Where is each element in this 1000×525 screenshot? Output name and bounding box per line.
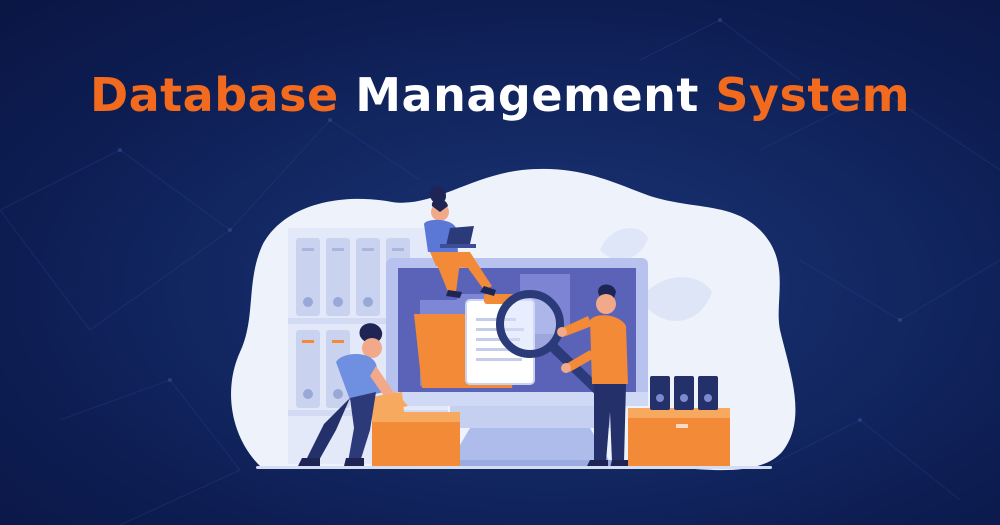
person-with-laptop [424, 186, 496, 298]
box-left-icon [368, 392, 460, 466]
title-word-management: Management [355, 68, 699, 122]
binders-bottom-row-icon [296, 330, 350, 408]
laptop-icon [440, 226, 476, 248]
binders-top-row-icon [296, 238, 410, 316]
ground-line [256, 466, 772, 469]
leaf-decoration-icon [600, 228, 712, 322]
person-carrying-folder [298, 323, 404, 466]
page-title: Database Management System [0, 60, 1000, 130]
binders-on-box-icon [650, 376, 718, 410]
box-right-icon [628, 408, 730, 466]
title-word-system: System [715, 68, 911, 122]
title-word-database: Database [89, 68, 339, 122]
